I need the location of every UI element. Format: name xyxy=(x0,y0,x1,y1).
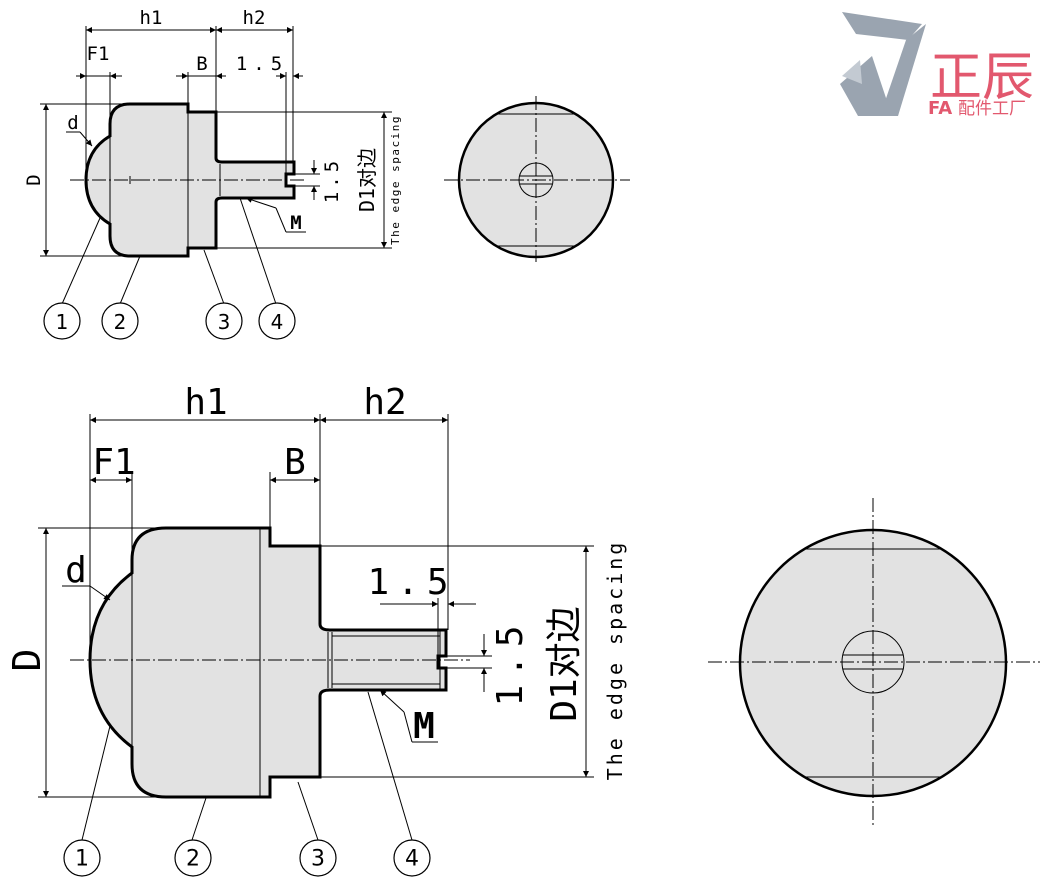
small-balloon-3: 3 xyxy=(205,302,243,340)
svg-text:1: 1 xyxy=(75,847,89,872)
large-front-view xyxy=(708,498,1040,828)
logo-fa: FA xyxy=(928,98,952,119)
large-balloon-3: 3 xyxy=(299,839,337,877)
svg-text:3: 3 xyxy=(218,310,231,334)
small-15-v-label: 1.5 xyxy=(321,157,343,203)
small-front-view xyxy=(444,96,630,262)
large-balloon-1: 1 xyxy=(63,839,101,877)
small-F1-label: F1 xyxy=(87,43,110,65)
small-M-label: M xyxy=(290,212,301,234)
svg-text:4: 4 xyxy=(271,310,284,334)
large-balloon-4: 4 xyxy=(393,839,431,877)
small-balloon-2: 2 xyxy=(101,302,139,340)
svg-text:4: 4 xyxy=(405,847,419,872)
small-h2-label: h2 xyxy=(243,7,266,29)
large-d-label: d xyxy=(65,550,87,591)
small-side-view: h1 h2 F1 B 1.5 D d D1对边 The edge spacing xyxy=(23,7,402,340)
large-balloon-2: 2 xyxy=(174,839,212,877)
small-B-label: B xyxy=(196,53,207,75)
small-d-label: d xyxy=(67,112,78,134)
svg-text:3: 3 xyxy=(311,847,325,872)
large-M-label: M xyxy=(413,706,435,747)
small-h1-label: h1 xyxy=(140,7,163,29)
large-side-view: h1 h2 F1 B 1.5 D d D1对边 The edge spacing xyxy=(5,382,627,877)
svg-text:1: 1 xyxy=(56,310,69,334)
small-D1-label: D1对边 xyxy=(355,148,379,212)
large-part-outline xyxy=(88,526,448,799)
large-B-label: B xyxy=(284,442,306,483)
logo-sub: 配件工厂 xyxy=(958,99,1026,119)
large-15-h-label: 1.5 xyxy=(367,562,456,603)
small-balloon-4: 4 xyxy=(258,302,296,340)
large-D-label: D xyxy=(5,649,49,672)
logo: 正辰 FA 配件工厂 xyxy=(840,12,1034,119)
small-15-h-label: 1.5 xyxy=(236,53,288,75)
large-15-v-label: 1.5 xyxy=(490,617,531,706)
small-balloon-1: 1 xyxy=(43,302,81,340)
svg-text:2: 2 xyxy=(186,847,200,872)
large-D1-label: D1对边 xyxy=(544,606,585,721)
small-D-label: D xyxy=(23,174,45,185)
logo-brand: 正辰 xyxy=(930,48,1034,108)
small-edge-spacing-label: The edge spacing xyxy=(389,115,402,245)
large-h1-label: h1 xyxy=(184,382,227,423)
large-h2-label: h2 xyxy=(363,382,406,423)
large-edge-spacing-label: The edge spacing xyxy=(603,540,627,781)
large-F1-label: F1 xyxy=(92,442,135,483)
svg-text:2: 2 xyxy=(114,310,127,334)
